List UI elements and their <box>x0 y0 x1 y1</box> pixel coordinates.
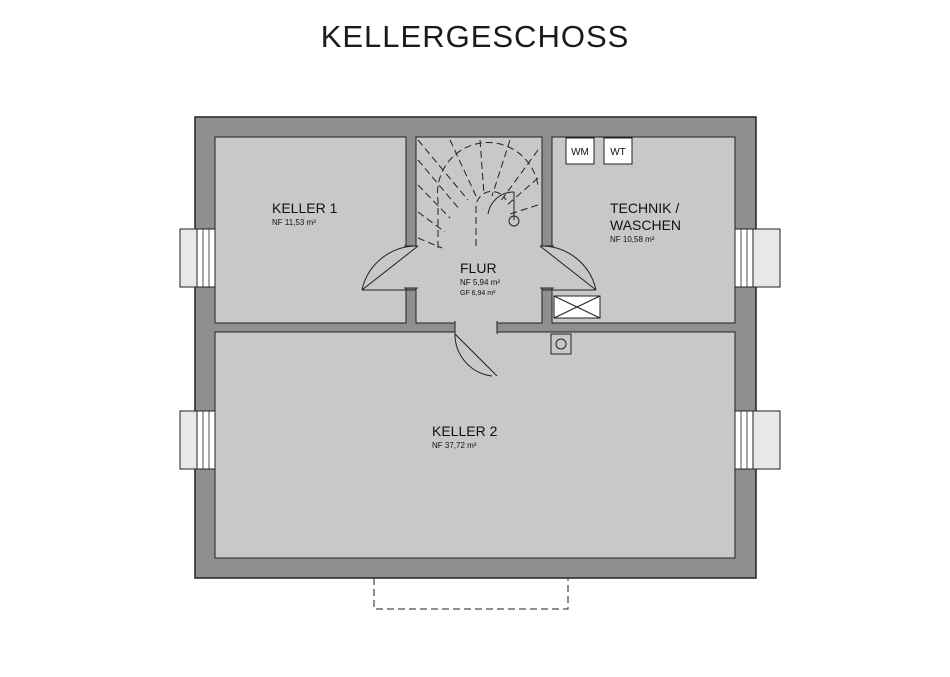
door-opening-keller1 <box>404 246 418 288</box>
door-swing-keller1 <box>361 245 419 291</box>
door-opening-technik <box>540 246 554 288</box>
dashed-outline-bottom <box>373 578 569 610</box>
keller2-area: NF 37,72 m² <box>432 441 477 450</box>
keller1-name: KELLER 1 <box>272 200 338 216</box>
flur-area-nf: NF 5,94 m² <box>460 278 500 287</box>
keller2-name: KELLER 2 <box>432 423 498 439</box>
keller1-area: NF 11,53 m² <box>272 218 316 227</box>
flur-area-gf: GF 6,94 m² <box>460 290 496 297</box>
window-right-bottom <box>734 410 781 470</box>
stair-arrow <box>487 191 520 227</box>
window-left-top <box>179 228 216 288</box>
washer-appliance: WM <box>565 137 595 165</box>
technical-unit <box>553 295 601 319</box>
dryer-label: WT <box>610 147 626 158</box>
room-technik-waschen <box>551 136 736 324</box>
room-keller-1 <box>214 136 407 324</box>
technik-name-line2: WASCHEN <box>610 217 681 233</box>
staircase <box>417 139 539 249</box>
technik-area: NF 10,58 m² <box>610 235 655 244</box>
dryer-appliance: WT <box>603 137 633 165</box>
door-swing-technik <box>539 245 597 291</box>
door-swing-keller2 <box>454 333 498 377</box>
window-left-bottom <box>179 410 216 470</box>
door-opening-keller2 <box>455 321 497 334</box>
washer-label: WM <box>571 147 589 158</box>
room-stair-area <box>415 136 543 324</box>
chimney <box>550 333 572 355</box>
window-right-top <box>734 228 781 288</box>
technik-name-line1: TECHNIK / <box>610 200 679 216</box>
flur-name: FLUR <box>460 260 497 276</box>
plan-title: KELLERGESCHOSS <box>321 19 630 54</box>
